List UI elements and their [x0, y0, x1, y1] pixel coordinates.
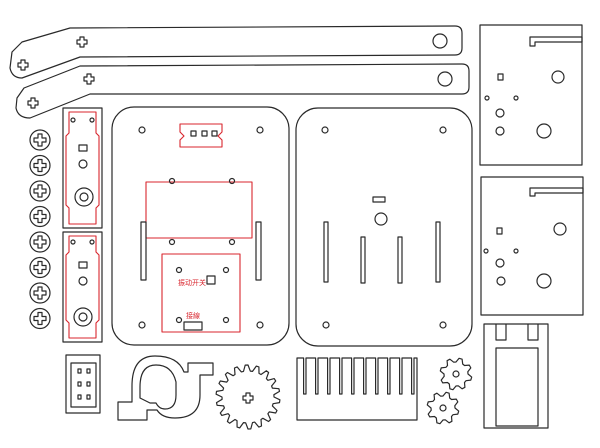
servo-holder-bottom: [62, 231, 103, 343]
engrave-label-top: 振动开关: [178, 278, 206, 287]
cross-hole-icon: [17, 59, 29, 71]
washer: [29, 205, 51, 228]
cross-hole-icon: [76, 36, 88, 48]
right-bracket-upper: [479, 24, 583, 166]
washer: [29, 282, 51, 304]
cross-hole-icon: [33, 209, 47, 224]
cross-hole-icon: [27, 97, 39, 109]
connector-plate: [65, 354, 101, 414]
washer-column: [29, 129, 51, 330]
washer: [29, 256, 51, 279]
engrave-label-bottom: 接線: [186, 311, 200, 320]
small-gear-top: [439, 357, 473, 391]
cross-hole-icon: [33, 184, 47, 198]
battery-box-outline: [145, 181, 253, 239]
cross-hole-icon: [33, 133, 47, 147]
washer: [29, 180, 51, 202]
board-outline: [161, 253, 241, 333]
lower-arm-part: [15, 63, 470, 119]
gear-part: [215, 364, 281, 430]
small-gear-bottom: [426, 391, 460, 425]
cross-hole-icon: [242, 392, 254, 404]
cross-hole-icon: [33, 260, 47, 275]
upper-arm-part: [9, 25, 463, 79]
washer: [29, 307, 51, 330]
washer: [29, 154, 51, 177]
cross-hole-icon: [83, 73, 95, 85]
right-bracket-lower: [480, 176, 584, 316]
cross-hole-icon: [33, 235, 47, 249]
switch-outline: [179, 123, 223, 148]
base-plate: 振动开关 接線: [111, 106, 290, 346]
cross-hole-icon: [33, 311, 47, 326]
washer: [29, 129, 51, 151]
claw-hook-part: [117, 355, 214, 421]
top-plate: [295, 107, 473, 347]
cross-hole-icon: [33, 286, 47, 300]
servo-holder-top: [62, 107, 103, 229]
washer: [29, 231, 51, 253]
cross-hole-icon: [33, 158, 47, 173]
rack-part: [296, 357, 418, 421]
gripper-frame: [483, 323, 549, 429]
